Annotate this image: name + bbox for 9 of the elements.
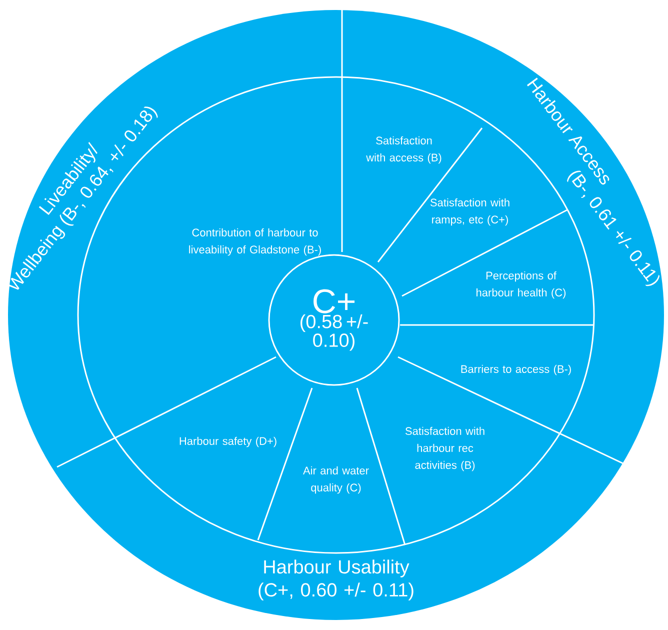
segment-label: Satisfaction with access (B)	[366, 136, 442, 164]
segment-label: Contribution of harbour to liveability of Gladstone (B-)	[189, 228, 321, 256]
segment-label: Satisfaction with harbour rec activities (B)	[405, 426, 484, 472]
segment-label: Air and water quality (C)	[303, 466, 369, 494]
segment-label: Perceptions of harbour health (C)	[476, 271, 566, 299]
segment-label: Satisfaction with ramps, etc (C+)	[430, 198, 510, 226]
segment-label: Barriers to access (B-)	[461, 364, 571, 376]
sector-label: Harbour Usability (C+, 0.60 +/- 0.11)	[258, 560, 414, 600]
segment-label: Harbour safety (D+)	[180, 436, 276, 448]
